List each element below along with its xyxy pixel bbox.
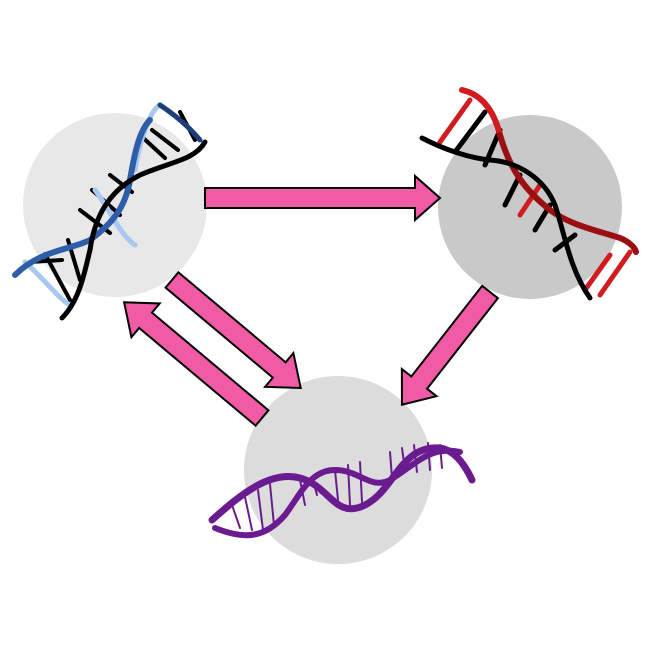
dna-helix-purple-icon (208, 442, 476, 539)
arrow-bottom-to-left (122, 301, 270, 428)
arrow-left-to-bottom (164, 270, 302, 390)
dna-helix-blue-icon (12, 102, 208, 321)
arrow-left-to-right (204, 173, 442, 223)
circle-left (23, 113, 207, 297)
dna-helix-red-icon (419, 87, 639, 301)
arrow-right-to-bottom (400, 284, 500, 406)
circle-right (438, 115, 622, 299)
